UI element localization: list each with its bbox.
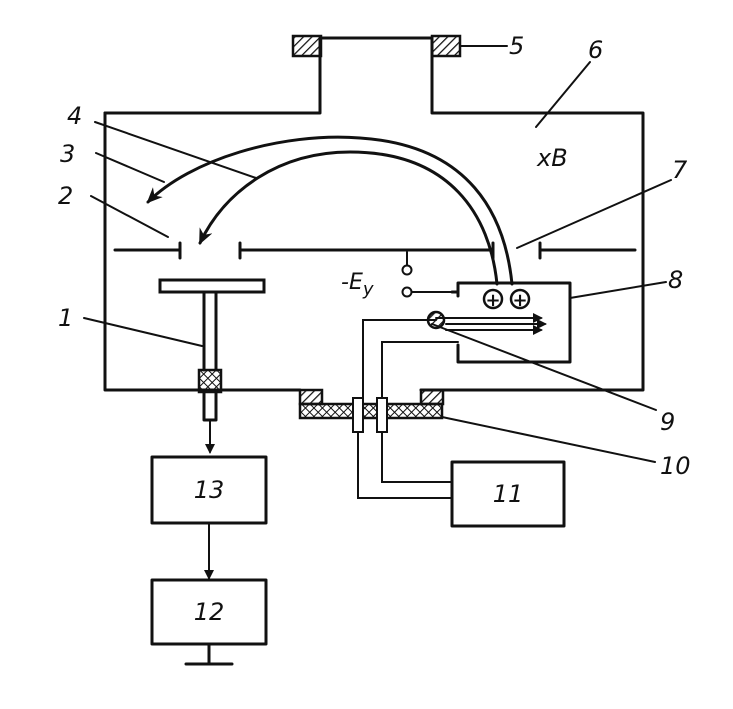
label-9: 9 [660, 408, 675, 436]
slit-diaphragm [113, 241, 637, 260]
svg-text:11: 11 [493, 480, 524, 508]
label-7: 7 [672, 156, 688, 184]
label-4: 4 [67, 102, 82, 130]
ion-collector [158, 278, 266, 454]
ion-trajectories [146, 135, 514, 286]
power-wiring [357, 319, 459, 499]
vacuum-chamber [103, 36, 645, 392]
electrical-feedthrough [298, 388, 445, 433]
label-5: 5 [509, 32, 524, 60]
svg-text:13: 13 [194, 476, 225, 504]
label-2: 2 [58, 182, 73, 210]
callouts: 1 2 3 4 5 6 7 8 9 10 [58, 32, 691, 480]
magnetic-field-label: xB [536, 144, 568, 172]
svg-text:+: + [512, 290, 527, 311]
label-10: 10 [660, 452, 691, 480]
svg-text:+: + [485, 290, 500, 311]
recorder-box: 12 [150, 578, 268, 666]
label-1: 1 [58, 304, 73, 332]
voltage-terminals: -Ey [341, 251, 460, 300]
ion-left [482, 288, 504, 310]
voltage-label: -Ey [341, 270, 374, 300]
ion-right [509, 288, 531, 310]
svg-text:12: 12 [194, 598, 225, 626]
amplifier-box: 13 [150, 455, 268, 525]
label-3: 3 [60, 140, 75, 168]
label-6: 6 [588, 36, 603, 64]
ion-source: + + [426, 281, 572, 364]
label-8: 8 [668, 266, 683, 294]
power-supply-box: 11 [450, 460, 566, 528]
